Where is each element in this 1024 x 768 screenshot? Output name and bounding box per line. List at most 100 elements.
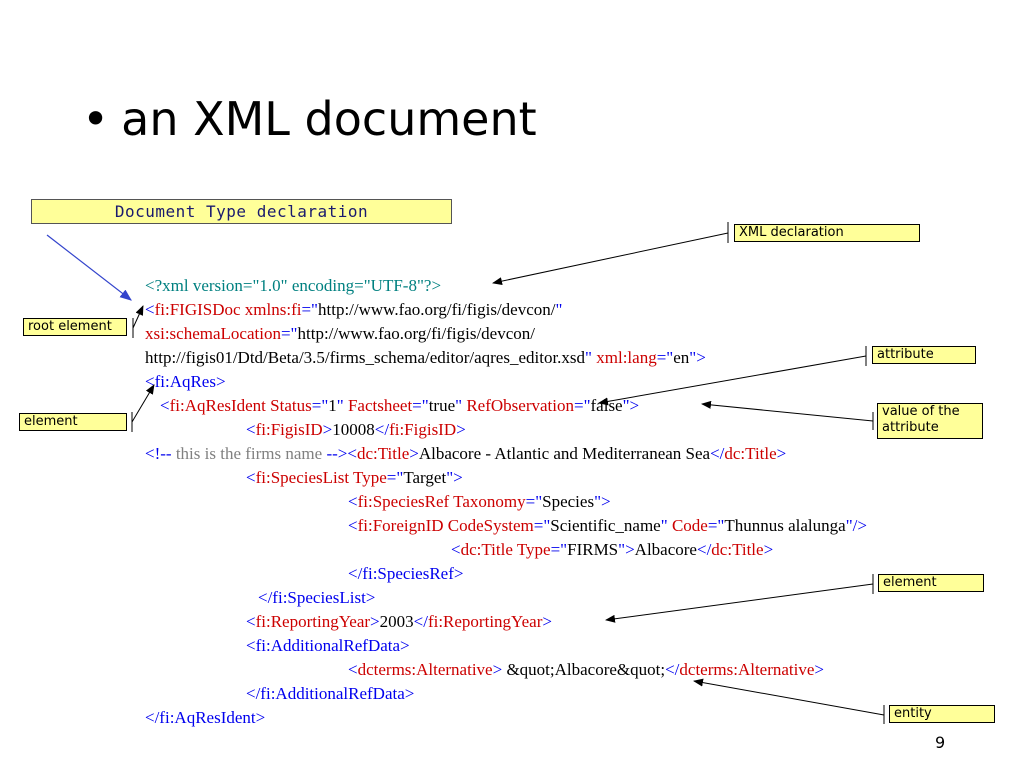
root-element-label: root element bbox=[23, 318, 127, 336]
xml-declaration-text: <?xml version="1.0" encoding="UTF-8"?> bbox=[145, 276, 442, 295]
attr-value: Thunnus alalunga bbox=[724, 516, 846, 535]
code-line-specieslist-close: </fi:SpeciesList> bbox=[258, 586, 375, 610]
code-line-aqres: <fi:AqRes> bbox=[145, 370, 226, 394]
element-value: 2003 bbox=[379, 612, 414, 631]
code-line-specieslist: <fi:SpeciesList Type="Target"> bbox=[246, 468, 463, 487]
attr-value: FIRMS bbox=[567, 540, 619, 559]
entity-label: entity bbox=[889, 705, 995, 723]
comment-text: this is the firms name bbox=[171, 444, 327, 463]
code-line-schema-cont: http://figis01/Dtd/Beta/3.5/firms_schema… bbox=[145, 346, 706, 370]
attr-name: Type bbox=[353, 468, 387, 487]
comment-close: --> bbox=[326, 444, 348, 463]
doctype-arrow bbox=[46, 234, 132, 301]
attr-name: Factsheet bbox=[347, 396, 413, 415]
value-of-attribute-line2: attribute bbox=[882, 420, 939, 435]
code-line-additional-close: </fi:AdditionalRefData> bbox=[246, 682, 414, 706]
code-line-figisid: <fi:FigisID>10008</fi:FigisID> bbox=[246, 420, 466, 439]
tag-name: fi:ReportingYear bbox=[255, 612, 371, 631]
attr-name: CodeSystem bbox=[447, 516, 534, 535]
tag-name: fi:AqResIdent bbox=[169, 396, 266, 415]
element-value: 10008 bbox=[332, 420, 375, 439]
code-line-speciesref: <fi:SpeciesRef Taxonomy="Species"> bbox=[348, 492, 611, 511]
attr-value: http://www.fao.org/fi/figis/devcon/ bbox=[318, 300, 556, 319]
attr-name: RefObservation bbox=[466, 396, 574, 415]
attr-value: http://www.fao.org/fi/figis/devcon/ bbox=[297, 324, 536, 343]
bracket: < bbox=[145, 300, 155, 319]
attr-value: true bbox=[428, 396, 456, 415]
tag-full: <fi:AdditionalRefData> bbox=[246, 636, 410, 655]
attr-name: Type bbox=[516, 540, 551, 559]
tag-full: </fi:AdditionalRefData> bbox=[246, 684, 415, 703]
entity-arrow bbox=[693, 678, 885, 716]
attr-quote: " bbox=[555, 300, 563, 319]
value-arrow bbox=[701, 400, 874, 422]
attr-value: Scientific_name bbox=[550, 516, 661, 535]
attr-value: en bbox=[673, 348, 690, 367]
code-line-reportingyear: <fi:ReportingYear>2003</fi:ReportingYear… bbox=[246, 612, 552, 631]
bullet: • bbox=[82, 92, 110, 146]
attr-eq: =" bbox=[280, 324, 298, 343]
tag-full: <fi:AqRes> bbox=[145, 372, 226, 391]
slide-title-text: an XML document bbox=[121, 92, 537, 146]
xml-decl-arrow bbox=[492, 232, 729, 286]
value-of-attribute-label: value of the attribute bbox=[877, 403, 983, 439]
element-value: &quot;Albacore&quot; bbox=[502, 660, 666, 679]
attr-name: Code bbox=[671, 516, 708, 535]
attr-value: 1 bbox=[328, 396, 337, 415]
tag-full: </fi:AqResIdent> bbox=[145, 708, 266, 727]
tag-close: "> bbox=[689, 348, 706, 367]
attr-value: Species bbox=[542, 492, 595, 511]
value-of-attribute-line1: value of the bbox=[882, 404, 960, 419]
code-line-dctitle: <dc:Title Type="FIRMS">Albacore</dc:Titl… bbox=[451, 540, 774, 559]
code-line-root-open: <fi:FIGISDoc xmlns:fi="http://www.fao.or… bbox=[145, 298, 562, 322]
element-label-right: element bbox=[878, 574, 984, 592]
tag-name-close: dcterms:Alternative bbox=[679, 660, 815, 679]
element-value: Albacore bbox=[634, 540, 697, 559]
tag-name: dcterms:Alternative bbox=[357, 660, 493, 679]
tag-name: fi:ForeignID bbox=[357, 516, 444, 535]
element-value: Albacore - Atlantic and Mediterranean Se… bbox=[418, 444, 711, 463]
tag-name-close: dc:Title bbox=[724, 444, 777, 463]
attr-name: Status bbox=[270, 396, 312, 415]
page-number: 9 bbox=[935, 733, 946, 752]
code-line-foreignid: <fi:ForeignID CodeSystem="Scientific_nam… bbox=[348, 516, 867, 535]
code-line-alternative: <dcterms:Alternative> &quot;Albacore&quo… bbox=[348, 660, 825, 679]
tag-full: </fi:SpeciesList> bbox=[258, 588, 376, 607]
tag-name-close: fi:ReportingYear bbox=[427, 612, 543, 631]
attr-eq: =" bbox=[656, 348, 674, 367]
doctype-label: Document Type declaration bbox=[31, 199, 452, 224]
code-line-schema: xsi:schemaLocation="http://www.fao.org/f… bbox=[145, 322, 535, 346]
element-label-left: element bbox=[19, 413, 127, 431]
tag-name: dc:Title bbox=[356, 444, 410, 463]
attr-value: Target bbox=[403, 468, 447, 487]
attr-name: xml:lang bbox=[596, 348, 657, 367]
attr-name: xmlns:fi bbox=[244, 300, 302, 319]
slide-title: •an XML document bbox=[82, 92, 537, 146]
comment-open: <!-- bbox=[145, 444, 172, 463]
tag-name: dc:Title bbox=[460, 540, 513, 559]
attribute-arrow bbox=[598, 355, 867, 406]
tag-name-close: dc:Title bbox=[711, 540, 764, 559]
tag-name: fi:FigisID bbox=[255, 420, 323, 439]
code-line-xml-decl: <?xml version="1.0" encoding="UTF-8"?> bbox=[145, 274, 441, 298]
attr-value: http://figis01/Dtd/Beta/3.5/firms_schema… bbox=[145, 348, 586, 367]
attr-eq: =" bbox=[301, 300, 318, 319]
root-arrow bbox=[132, 305, 144, 329]
code-line-additional: <fi:AdditionalRefData> bbox=[246, 634, 410, 658]
code-line-aqresident-close: </fi:AqResIdent> bbox=[145, 706, 265, 730]
tag-name: fi:SpeciesList bbox=[255, 468, 350, 487]
attribute-label: attribute bbox=[872, 346, 976, 364]
tag-name-close: fi:FigisID bbox=[389, 420, 457, 439]
code-line-speciesref-close: </fi:SpeciesRef> bbox=[348, 562, 463, 586]
element-left-arrow bbox=[131, 384, 155, 423]
code-line-comment-title: <!-- this is the firms name --><dc:Title… bbox=[145, 444, 787, 463]
tag-full: </fi:SpeciesRef> bbox=[348, 564, 464, 583]
element-right-arrow bbox=[605, 583, 874, 623]
bracket: < bbox=[160, 396, 170, 415]
attr-name: xsi:schemaLocation bbox=[145, 324, 281, 343]
tag-name: fi:FIGISDoc bbox=[154, 300, 241, 319]
tag-name: fi:SpeciesRef bbox=[357, 492, 450, 511]
attr-name: Taxonomy bbox=[453, 492, 526, 511]
attr-quote: " bbox=[585, 348, 592, 367]
